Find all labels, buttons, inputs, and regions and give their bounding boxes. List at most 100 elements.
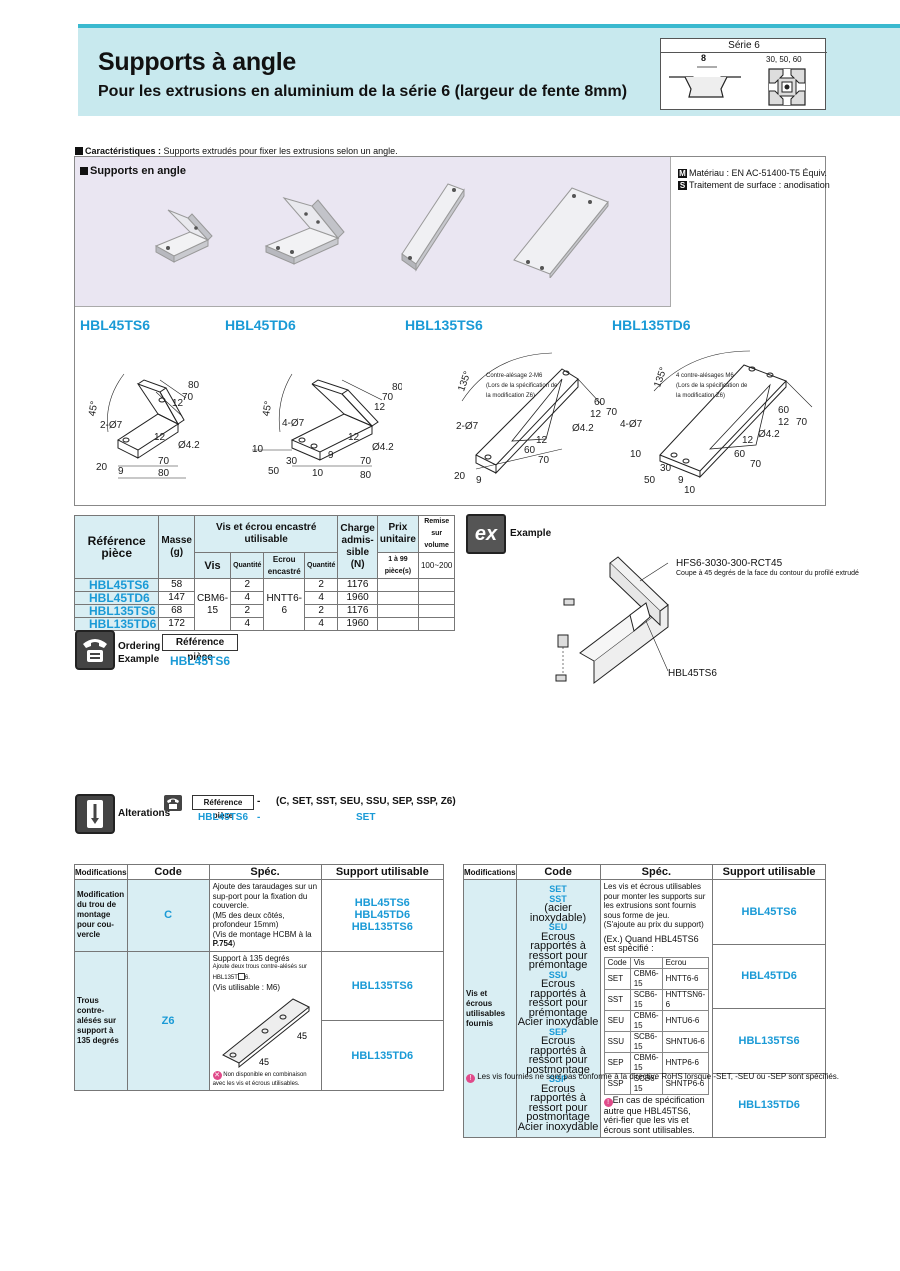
counterbore-drawing: 45 45 bbox=[221, 997, 310, 1068]
code-desc: Ecrous rapportés à bbox=[530, 1082, 586, 1104]
dim-12: 12 bbox=[374, 402, 386, 413]
code-desc: Ecrous rapportés à bbox=[530, 930, 586, 952]
characteristics-text: Supports extrudés pour fixer les extrusi… bbox=[163, 146, 398, 156]
row-charge: 1176 bbox=[337, 604, 378, 618]
spec-line: (Vis utilisable : M6) bbox=[212, 983, 280, 992]
inner-cell: CBM6-15 bbox=[629, 1051, 663, 1074]
row-qte-ecrou: 2 bbox=[304, 604, 339, 618]
dim-b80: 80 bbox=[360, 470, 372, 481]
dim-12b: 12 bbox=[536, 435, 548, 446]
characteristics-line: Caractéristiques : Supports extrudés pou… bbox=[75, 146, 398, 156]
dim-12: 12 bbox=[172, 398, 184, 409]
inner-cell: SEU bbox=[603, 1009, 631, 1032]
dim-holes: 4-Ø7 bbox=[620, 419, 643, 430]
inner-cell: HNTP6-6 bbox=[661, 1051, 710, 1074]
code-desc: Acier inoxydable bbox=[517, 1016, 599, 1028]
photo-panel-title: Supports en angle bbox=[80, 165, 186, 177]
ordering-label: Ordering Example bbox=[118, 640, 160, 666]
row-qte-ecrou: 4 bbox=[304, 617, 339, 631]
spec-note: Non disponible en combinaison avec les v… bbox=[212, 1072, 307, 1087]
header-modifications: Modifications bbox=[463, 864, 517, 880]
inner-cell: SET bbox=[603, 967, 631, 990]
dim-holes: 2-Ø7 bbox=[100, 420, 123, 431]
dim-b30: 30 bbox=[660, 463, 672, 474]
dim-d42: Ø4.2 bbox=[178, 440, 200, 451]
dim-b30: 30 bbox=[286, 456, 298, 467]
code-desc: ressort pour postmontage bbox=[526, 1054, 590, 1076]
spec-line: Ajoute des taraudages sur un sup-port po… bbox=[212, 882, 318, 910]
header-spec: Spéc. bbox=[599, 864, 714, 880]
header-support: Support utilisable bbox=[712, 864, 826, 880]
bracket-photo-hbl45td6 bbox=[264, 197, 345, 265]
row-ref: HBL45TS6 bbox=[73, 578, 160, 592]
drawing-hbl45ts6: 45° 2-Ø7 80 70 12 12 Ø4.2 70 80 20 9 bbox=[87, 373, 200, 479]
header-quantite-2: Quantité bbox=[304, 552, 339, 579]
dim-b70: 70 bbox=[750, 459, 762, 470]
drawing-note-3: la modification Z6) bbox=[676, 393, 725, 399]
model-name-hbl45td6: HBL45TD6 bbox=[225, 317, 296, 333]
treatment-marker-icon: S bbox=[678, 181, 687, 190]
placeholder-box-icon bbox=[237, 972, 245, 980]
drawing-hbl45td6: 45° 4-Ø7 80 70 12 12 Ø4.2 10 50 30 10 70… bbox=[252, 373, 402, 481]
support-list-c: HBL45TS6 HBL45TD6 HBL135TS6 bbox=[320, 879, 445, 952]
header-remise: Remise sur volume bbox=[417, 515, 456, 553]
spec-ref-text: (Vis de montage HCBM à la bbox=[212, 929, 312, 939]
row-prix bbox=[376, 578, 419, 592]
spec-line-end: 6. bbox=[244, 974, 250, 981]
alterations-ref-label: Référence pièce bbox=[192, 795, 254, 820]
spec-cover-hole: Ajoute des taraudages sur un sup-port po… bbox=[208, 879, 322, 952]
material-marker-icon: M bbox=[678, 169, 687, 178]
dim-70: 70 bbox=[182, 392, 194, 403]
ordering-label-line1: Ordering bbox=[118, 641, 161, 652]
extrusion-profile-icon bbox=[768, 68, 806, 106]
mod-name-counterbore: Trous contre-alésés sur support à 135 de… bbox=[74, 950, 128, 1091]
row-masse: 172 bbox=[158, 617, 195, 631]
code-item: SSP bbox=[549, 1074, 568, 1084]
code-item: SET bbox=[549, 884, 567, 894]
row-remise bbox=[417, 578, 456, 592]
example-callout-note: Coupe à 45 degrés de la face du contour … bbox=[676, 570, 859, 577]
alterations-codes: (C, SET, SST, SEU, SSU, SEP, SSP, Z6) bbox=[276, 796, 456, 807]
dim-12b: 12 bbox=[742, 435, 754, 446]
dim-b70: 70 bbox=[360, 456, 372, 467]
spec-screws-nuts: Les vis et écrous utilisables pour monte… bbox=[599, 879, 714, 1138]
row-prix bbox=[376, 604, 419, 618]
model-name-hbl45ts6: HBL45TS6 bbox=[80, 317, 151, 333]
square-bullet-icon bbox=[75, 147, 83, 155]
code-desc: Acier inoxydable bbox=[517, 1120, 599, 1133]
dim-b10b: 10 bbox=[312, 468, 324, 479]
row-qte-vis: 2 bbox=[230, 604, 265, 618]
bracket-photo-hbl135ts6 bbox=[401, 183, 465, 272]
row-ref: HBL135TS6 bbox=[73, 604, 160, 618]
row-prix bbox=[376, 617, 419, 631]
row-remise bbox=[417, 617, 456, 631]
inner-cell: SHNTP6-6 bbox=[661, 1072, 710, 1095]
code-desc: ressort pour prémontage bbox=[528, 997, 588, 1019]
dim-holes: 2-Ø7 bbox=[456, 421, 479, 432]
inner-cell: SEP bbox=[603, 1051, 631, 1074]
inner-cell: SST bbox=[603, 988, 631, 1011]
inner-cell: CBM6-15 bbox=[629, 1009, 663, 1032]
drawing-note-2: (Lors de la spécification de bbox=[486, 383, 558, 389]
row-charge: 1176 bbox=[337, 578, 378, 592]
profile-dimensions: 30, 50, 60 bbox=[766, 55, 802, 64]
support-item: HBL45TS6 bbox=[354, 897, 410, 910]
dim-70: 70 bbox=[382, 392, 394, 403]
example-assembly-drawing bbox=[555, 556, 669, 685]
code-desc: ressort pour postmontage bbox=[526, 1101, 590, 1123]
row-ref: HBL45TD6 bbox=[73, 591, 160, 605]
dim-b10: 10 bbox=[252, 444, 264, 455]
header-prix-sub: 1 à 99 pièce(s) bbox=[376, 552, 419, 579]
inner-cell: SCB6-15 bbox=[629, 988, 663, 1011]
model-name-hbl135td6: HBL135TD6 bbox=[612, 317, 691, 333]
codes-list: SET SST (acier inoxydable) SEU Ecrous ra… bbox=[515, 879, 601, 1138]
code-desc: (acier inoxydable) bbox=[529, 902, 587, 924]
header-support: Support utilisable bbox=[320, 864, 445, 880]
row-masse: 147 bbox=[158, 591, 195, 605]
code-c: C bbox=[126, 879, 210, 952]
ecrou-value: HNTT6-6 bbox=[263, 578, 306, 631]
dim-60: 60 bbox=[594, 397, 606, 408]
drawing-hbl135td6: 135° 4-Ø7 4 contre-alésages M6 (Lors de … bbox=[620, 350, 813, 495]
row-remise bbox=[417, 604, 456, 618]
info-icon: ! bbox=[466, 1074, 475, 1083]
